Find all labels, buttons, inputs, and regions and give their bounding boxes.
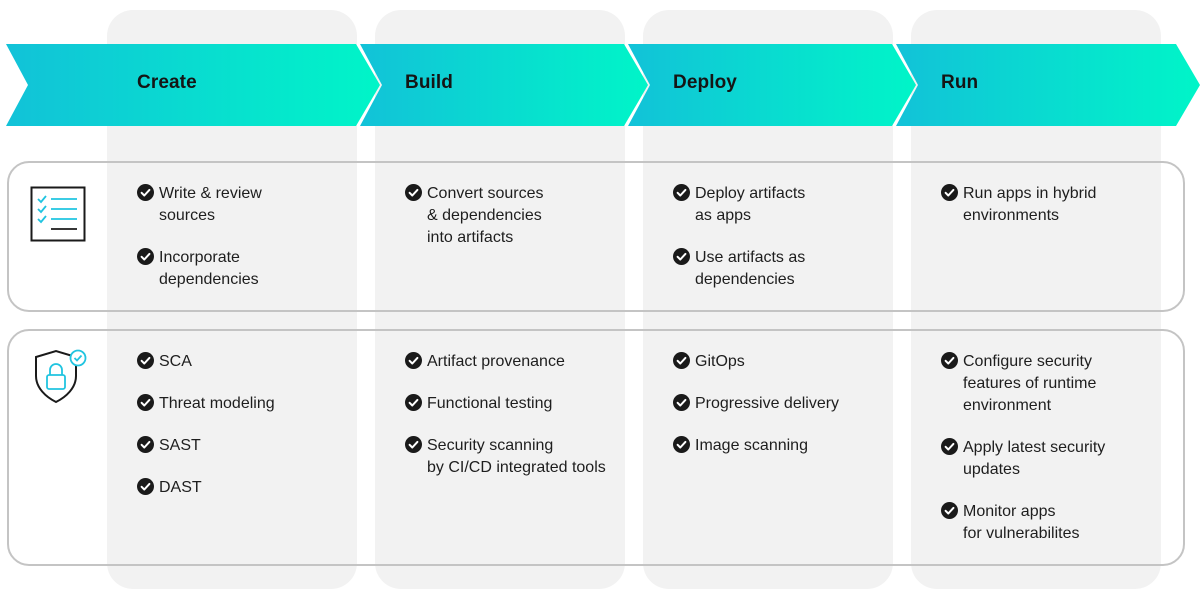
stage-label-run: Run bbox=[941, 72, 979, 93]
check-circle-icon bbox=[405, 184, 422, 201]
list-item: Write & review sources bbox=[137, 183, 359, 227]
list-item-label: Functional testing bbox=[427, 395, 553, 412]
check-circle-icon bbox=[941, 502, 958, 519]
check-circle-icon bbox=[941, 352, 958, 369]
list-item-label: GitOps bbox=[695, 353, 745, 370]
check-circle-icon bbox=[405, 352, 422, 369]
checklist-icon bbox=[30, 186, 86, 247]
list-item: Convert sources & dependencies into arti… bbox=[405, 183, 627, 249]
chevron-deploy bbox=[628, 44, 916, 126]
list-item-label: Security scanning by CI/CD integrated to… bbox=[427, 437, 606, 476]
list-item: Functional testing bbox=[405, 393, 627, 415]
list-item-label: Convert sources & dependencies into arti… bbox=[427, 185, 544, 246]
check-circle-icon bbox=[673, 436, 690, 453]
stage-label-build: Build bbox=[405, 72, 453, 93]
list-item-label: Artifact provenance bbox=[427, 353, 565, 370]
list-item: Progressive delivery bbox=[673, 393, 895, 415]
shield-lock-icon bbox=[32, 348, 90, 411]
list-item-label: Incorporate dependencies bbox=[159, 249, 259, 288]
list-item-label: Write & review sources bbox=[159, 185, 262, 224]
list-item-label: SAST bbox=[159, 437, 201, 454]
list-item: SAST bbox=[137, 435, 359, 457]
list-item-label: DAST bbox=[159, 479, 202, 496]
check-circle-icon bbox=[673, 394, 690, 411]
check-circle-icon bbox=[137, 184, 154, 201]
check-circle-icon bbox=[405, 436, 422, 453]
stage-banner bbox=[0, 44, 1200, 126]
list-item-label: Monitor apps for vulnerabilites bbox=[963, 503, 1080, 542]
list-item: Use artifacts as dependencies bbox=[673, 247, 895, 291]
list-item: Threat modeling bbox=[137, 393, 359, 415]
stage-label-create: Create bbox=[137, 72, 197, 93]
check-circle-icon bbox=[941, 184, 958, 201]
list-item: Configure security features of runtime e… bbox=[941, 351, 1163, 417]
list-item: Apply latest security updates bbox=[941, 437, 1163, 481]
check-circle-icon bbox=[405, 394, 422, 411]
chevron-build bbox=[360, 44, 648, 126]
row-frame-security bbox=[7, 329, 1185, 566]
list-item-label: Use artifacts as dependencies bbox=[695, 249, 806, 288]
list-item-label: Deploy artifacts as apps bbox=[695, 185, 806, 224]
list-item-label: Configure security features of runtime e… bbox=[963, 353, 1097, 414]
list-item: GitOps bbox=[673, 351, 895, 373]
check-circle-icon bbox=[137, 478, 154, 495]
list-item-label: Threat modeling bbox=[159, 395, 275, 412]
list-item-label: Apply latest security updates bbox=[963, 439, 1106, 478]
check-circle-icon bbox=[137, 248, 154, 265]
list-item-label: SCA bbox=[159, 353, 192, 370]
row-frame-activities bbox=[7, 161, 1185, 312]
list-item: DAST bbox=[137, 477, 359, 499]
check-circle-icon bbox=[137, 352, 154, 369]
check-circle-icon bbox=[673, 184, 690, 201]
list-item-label: Image scanning bbox=[695, 437, 808, 454]
list-item: Deploy artifacts as apps bbox=[673, 183, 895, 227]
list-item: Run apps in hybrid environments bbox=[941, 183, 1163, 227]
list-item-label: Run apps in hybrid environments bbox=[963, 185, 1097, 224]
list-item: Artifact provenance bbox=[405, 351, 627, 373]
check-circle-icon bbox=[673, 352, 690, 369]
check-circle-icon bbox=[137, 394, 154, 411]
list-item: Incorporate dependencies bbox=[137, 247, 359, 291]
list-item: Image scanning bbox=[673, 435, 895, 457]
chevron-run bbox=[896, 44, 1200, 126]
list-item: SCA bbox=[137, 351, 359, 373]
chevron-create bbox=[6, 44, 380, 126]
check-circle-icon bbox=[941, 438, 958, 455]
list-item-label: Progressive delivery bbox=[695, 395, 840, 412]
list-item: Security scanning by CI/CD integrated to… bbox=[405, 435, 627, 479]
check-circle-icon bbox=[673, 248, 690, 265]
list-item: Monitor apps for vulnerabilites bbox=[941, 501, 1163, 545]
check-circle-icon bbox=[137, 436, 154, 453]
stage-label-deploy: Deploy bbox=[673, 72, 737, 93]
